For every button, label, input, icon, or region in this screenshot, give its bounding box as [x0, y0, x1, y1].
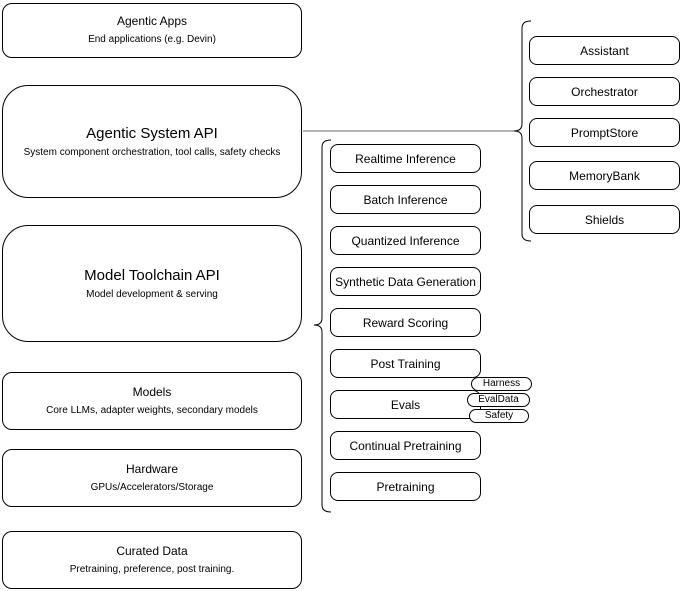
node-title: Curated Data: [116, 543, 188, 558]
node-agentic-system-api: Agentic System API System component orch…: [2, 85, 302, 198]
node-title: Agentic Apps: [116, 14, 188, 29]
node-realtime-inference: Realtime Inference: [330, 144, 481, 173]
node-shields: Shields: [529, 205, 680, 234]
node-reward-scoring: Reward Scoring: [330, 308, 481, 337]
node-continual-pretraining: Continual Pretraining: [330, 431, 481, 460]
node-subtitle: End applications (e.g. Devin): [88, 34, 216, 46]
node-model-toolchain-api: Model Toolchain API Model development & …: [2, 225, 302, 342]
tag-label: EvalData: [478, 394, 519, 405]
node-label: MemoryBank: [569, 168, 640, 183]
node-label: Batch Inference: [363, 192, 448, 207]
tag-label: Safety: [484, 410, 514, 421]
node-title: Models: [132, 384, 172, 399]
node-label: Post Training: [370, 356, 441, 371]
node-label: Quantized Inference: [351, 233, 460, 248]
tag-safety: Safety: [469, 409, 529, 423]
node-subtitle: Model development & serving: [86, 288, 218, 300]
node-label: Realtime Inference: [355, 151, 456, 166]
node-subtitle: Core LLMs, adapter weights, secondary mo…: [46, 404, 258, 416]
node-orchestrator: Orchestrator: [529, 77, 680, 106]
node-promptstore: PromptStore: [529, 118, 680, 147]
node-label: Pretraining: [376, 479, 435, 494]
node-agentic-apps: Agentic Apps End applications (e.g. Devi…: [2, 3, 302, 58]
node-post-training: Post Training: [330, 349, 481, 378]
node-label: Reward Scoring: [362, 315, 449, 330]
node-subtitle: Pretraining, preference, post training.: [69, 563, 235, 575]
node-subtitle: System component orchestration, tool cal…: [23, 146, 281, 158]
node-assistant: Assistant: [529, 36, 680, 65]
node-title: Agentic System API: [86, 124, 218, 142]
node-title: Hardware: [125, 461, 179, 476]
node-models: Models Core LLMs, adapter weights, secon…: [2, 372, 302, 430]
node-label: Synthetic Data Generation: [335, 274, 476, 289]
node-subtitle: GPUs/Accelerators/Storage: [90, 481, 214, 493]
node-curated-data: Curated Data Pretraining, preference, po…: [2, 531, 302, 589]
node-label: Continual Pretraining: [349, 438, 462, 453]
brace-toolchain-services: [313, 139, 332, 513]
node-quantized-inference: Quantized Inference: [330, 226, 481, 255]
node-label: PromptStore: [570, 125, 639, 140]
tag-label: Harness: [482, 378, 521, 389]
node-evals: Evals: [330, 390, 481, 419]
node-hardware: Hardware GPUs/Accelerators/Storage: [2, 449, 302, 507]
tag-harness: Harness: [471, 377, 532, 391]
node-title: Model Toolchain API: [84, 266, 220, 284]
node-pretraining: Pretraining: [330, 472, 481, 501]
node-batch-inference: Batch Inference: [330, 185, 481, 214]
node-label: Assistant: [580, 43, 629, 58]
tag-evaldata: EvalData: [467, 393, 530, 407]
node-memorybank: MemoryBank: [529, 161, 680, 190]
node-label: Orchestrator: [571, 84, 638, 99]
node-synthetic-data-generation: Synthetic Data Generation: [330, 267, 481, 296]
node-label: Evals: [390, 397, 421, 412]
node-label: Shields: [584, 212, 625, 227]
